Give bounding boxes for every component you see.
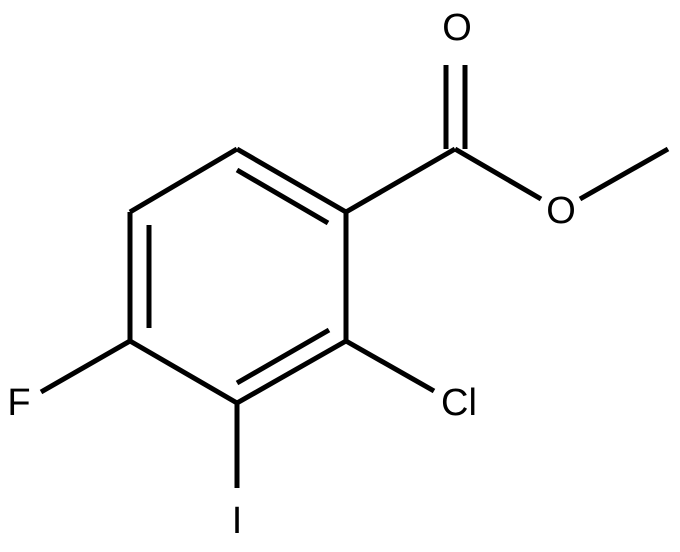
- ring-bond-c2-c3: [235, 338, 348, 406]
- ring-bond-c5-c6: [128, 146, 239, 215]
- bond-ester-oxygen-methyl: [578, 146, 670, 202]
- atom-label-fluorine: F: [7, 382, 30, 424]
- atom-label-ester-oxygen: O: [546, 190, 576, 232]
- atom-label-carbonyl-oxygen: O: [442, 7, 472, 49]
- bond-ring-chlorine: [344, 338, 436, 394]
- ring-bond-c6-c1: [235, 146, 348, 215]
- ring-double-bond-c2-c3: [235, 327, 331, 386]
- ring-bond-c3-c4: [128, 338, 239, 406]
- bond-ring-fluorine: [39, 338, 132, 395]
- bond-carbonyl-ester-oxygen: [453, 146, 543, 202]
- atom-label-chlorine: Cl: [441, 382, 477, 424]
- bond-ring-carbonyl-carbon: [344, 146, 457, 215]
- ring-double-bond-c6-c1: [235, 167, 330, 226]
- atom-label-iodine: I: [232, 500, 243, 542]
